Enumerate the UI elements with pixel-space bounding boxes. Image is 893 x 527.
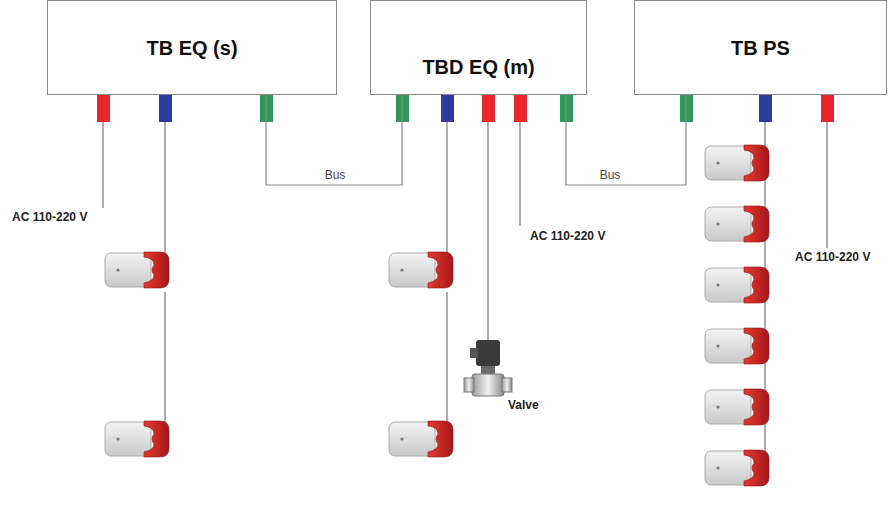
gas-detectors	[105, 145, 769, 486]
bus-connector	[266, 95, 402, 185]
power-label: AC 110-220 V	[12, 210, 87, 224]
part-label: Valve	[508, 398, 539, 412]
terminal-plugs	[97, 95, 834, 122]
box-title: TB EQ (s)	[48, 37, 336, 60]
power-label: AC 110-220 V	[795, 250, 870, 264]
bus-label: Bus	[323, 168, 348, 182]
controller-box: TB EQ (s)	[47, 0, 337, 95]
bus-label: Bus	[598, 168, 623, 182]
controller-box: TBD EQ (m)	[370, 0, 587, 95]
solenoid-valve	[464, 340, 512, 396]
box-title: TB PS	[635, 37, 886, 60]
wires	[103, 122, 827, 470]
box-title: TBD EQ (m)	[371, 56, 586, 79]
power-label: AC 110-220 V	[530, 229, 605, 243]
bus-connector	[566, 95, 686, 185]
controller-box: TB PS	[634, 0, 887, 95]
